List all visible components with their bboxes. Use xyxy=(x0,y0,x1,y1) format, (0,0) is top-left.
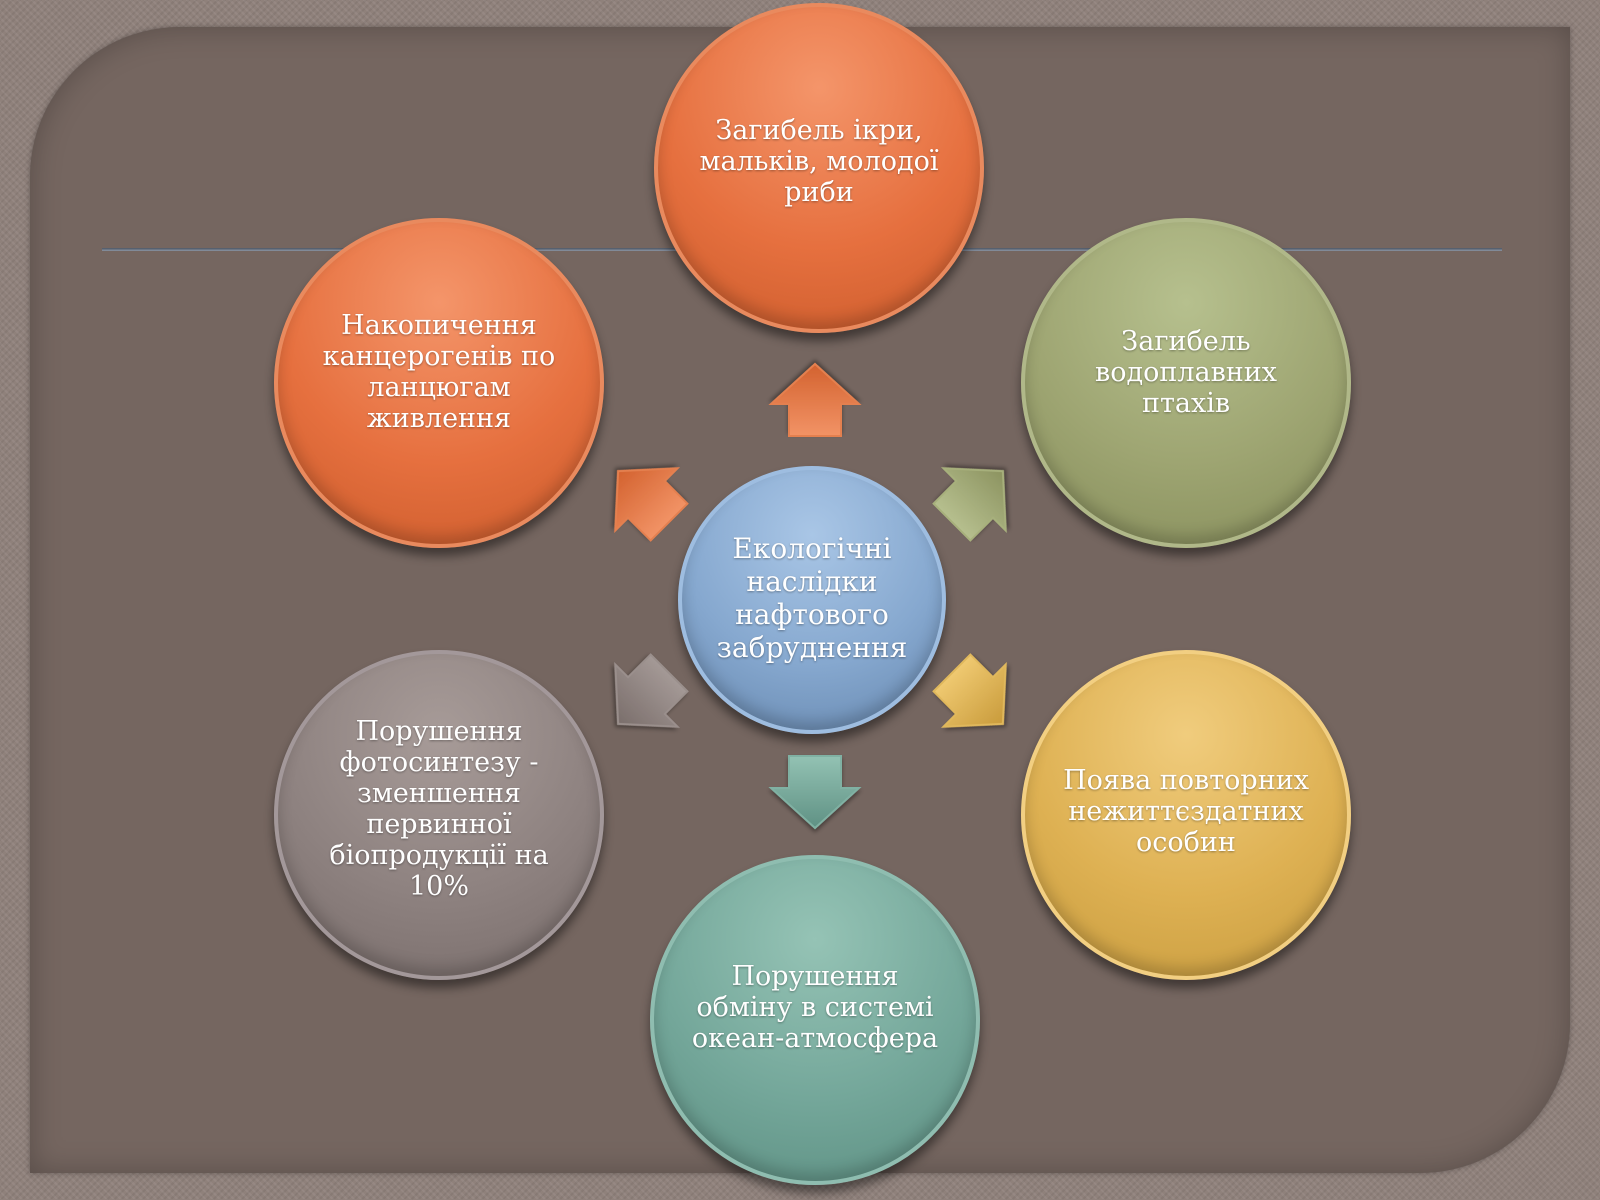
node-photosynthesis-disruption-label: Порушення фотосинтезу - зменшення первин… xyxy=(329,716,549,902)
node-fish-death: Загибель ікри, мальків, молодої риби xyxy=(654,3,984,333)
node-ocean-atmosphere-exchange: Порушення обміну в системі океан-атмосфе… xyxy=(650,855,980,1185)
node-waterbird-death-label: Загибель водоплавних птахів xyxy=(1095,325,1277,419)
arrow-down-right-icon xyxy=(919,640,1035,756)
node-waterbird-death: Загибель водоплавних птахів xyxy=(1021,218,1351,548)
arrow-up-icon xyxy=(770,363,860,437)
center-node-label: Екологічні наслідки нафтового забрудненн… xyxy=(716,532,908,664)
arrow-up-right-icon xyxy=(919,439,1035,555)
arrow-down-icon xyxy=(770,755,860,829)
node-fish-death-label: Загибель ікри, мальків, молодої риби xyxy=(699,114,939,208)
arrow-down-left-icon xyxy=(586,640,702,756)
node-ocean-atmosphere-exchange-label: Порушення обміну в системі океан-атмосфе… xyxy=(691,960,939,1054)
node-photosynthesis-disruption: Порушення фотосинтезу - зменшення первин… xyxy=(274,650,604,980)
node-carcinogen-accumulation-label: Накопичення канцерогенів по ланцюгам жив… xyxy=(322,310,556,434)
center-node-ecological-consequences: Екологічні наслідки нафтового забрудненн… xyxy=(678,466,946,734)
node-nonviable-offspring-label: Поява повторних нежиттєздатних особин xyxy=(1063,764,1309,858)
node-nonviable-offspring: Поява повторних нежиттєздатних особин xyxy=(1021,650,1351,980)
node-carcinogen-accumulation: Накопичення канцерогенів по ланцюгам жив… xyxy=(274,218,604,548)
arrow-up-left-icon xyxy=(586,439,702,555)
